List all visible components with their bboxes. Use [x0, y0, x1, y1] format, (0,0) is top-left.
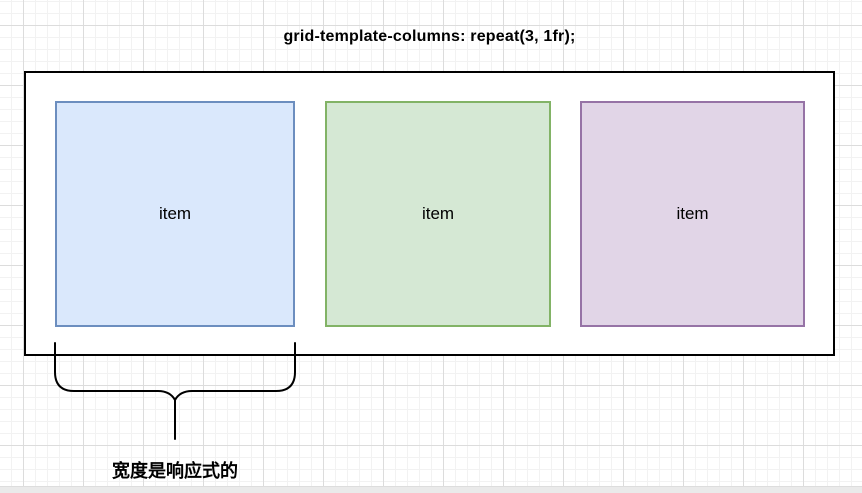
grid-item-1: item [55, 101, 295, 327]
grid-item-2-label: item [421, 204, 455, 223]
grid-item-1-label: item [158, 204, 192, 223]
grid-item-3: item [580, 101, 805, 327]
grid-item-3-label: item [676, 204, 709, 223]
caption-text: 宽度是响应式的 [112, 461, 238, 481]
grid-item-2: item [325, 101, 551, 327]
canvas-edge-strip [0, 486, 862, 493]
diagram-title: grid-template-columns: repeat(3, 1fr); [283, 28, 576, 45]
curly-brace-path [54, 342, 296, 440]
